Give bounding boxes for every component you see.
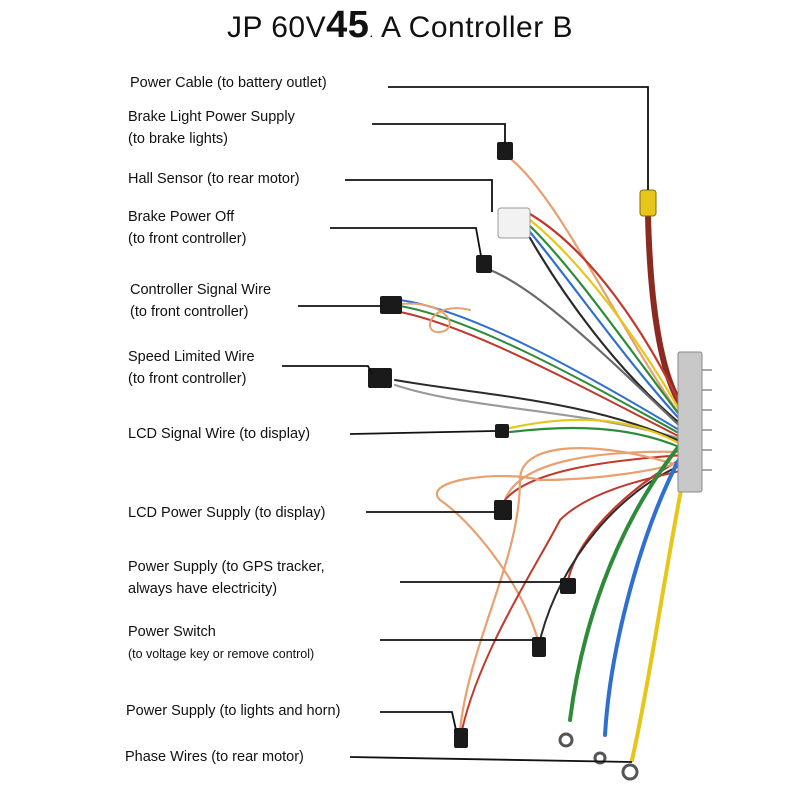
lights-horn-connector — [454, 728, 468, 748]
controller-heatsink — [677, 351, 703, 493]
phase-wire-green — [568, 438, 686, 722]
hall-sensor-yellow-wire — [528, 218, 686, 420]
speed-limited-connector — [368, 368, 392, 388]
leader-lcd-signal — [349, 430, 496, 435]
label-brake-light-power-supply: Brake Light Power Supply (to brake light… — [128, 109, 295, 147]
leader-brake-off — [330, 227, 482, 257]
lcd-signal-connector — [495, 424, 509, 438]
label-brake-power-off: Brake Power Off(to front controller) — [128, 209, 247, 247]
power-switch-wire-orange — [435, 459, 686, 642]
label-speed-limited-wire: Speed Limited Wire(to front controller) — [128, 349, 255, 387]
brake-power-off-connector — [476, 255, 492, 273]
leader-hall-sensor — [345, 179, 493, 212]
brake-light-wire — [510, 158, 682, 417]
label-lcd-signal-wire: LCD Signal Wire (to display) — [128, 426, 311, 442]
wire-bundle — [393, 158, 688, 762]
label-lcd-power-supply: LCD Power Supply (to display) — [128, 505, 326, 521]
hall-sensor-blue-wire — [528, 230, 686, 426]
lcd-signal-wire-yellow — [508, 418, 686, 448]
speed-limited-wire-2 — [394, 379, 685, 444]
label-lights-horn-supply: Power Supply (to lights and horn) — [126, 703, 341, 719]
leader-power-cable — [388, 86, 649, 190]
lcd-power-wire — [503, 450, 686, 502]
hall-sensor-red-wire — [528, 212, 686, 414]
leader-lights-horn — [380, 711, 457, 731]
leader-speed-limited — [282, 365, 373, 375]
phase-terminal-green — [558, 732, 574, 748]
label-controller-signal-wire: Controller Signal Wire(to front controll… — [130, 282, 272, 320]
phase-wire-blue — [603, 448, 686, 737]
power-switch-connector — [532, 637, 546, 657]
phase-terminal-blue — [593, 751, 607, 765]
lights-horn-wire-red — [461, 469, 685, 731]
connectors — [368, 142, 657, 781]
label-power-cable: Power Cable (to battery outlet) — [130, 75, 327, 91]
page-title: JP 60V45. A Controller B — [226, 4, 574, 46]
label-gps-power-supply: Power Supply (to GPS tracker,always have… — [128, 559, 325, 597]
brake-light-connector — [497, 142, 513, 160]
phase-wire-yellow — [630, 463, 688, 762]
phase-terminal-yellow — [621, 763, 639, 781]
controller-housing — [677, 351, 712, 493]
leader-phase — [349, 756, 633, 763]
gps-supply-connector — [560, 578, 576, 594]
label-power-switch: Power Switch(to voltage key or remove co… — [128, 624, 315, 661]
hall-sensor-connector — [497, 207, 531, 239]
hall-sensor-green-wire — [528, 224, 686, 423]
brake-off-wire — [488, 268, 686, 432]
leader-brake-light — [372, 123, 506, 144]
controller-signal-wire-2 — [399, 305, 685, 437]
label-hall-sensor: Hall Sensor (to rear motor) — [128, 171, 300, 187]
lcd-power-wire-red — [504, 454, 685, 501]
power-cable-connector — [639, 189, 657, 217]
lcd-signal-wire-green — [508, 426, 686, 451]
controller-signal-loop — [399, 302, 471, 334]
leader-lines — [282, 86, 649, 763]
controller-signal-connector — [380, 296, 402, 314]
lcd-power-connector — [494, 500, 512, 520]
controller-signal-wire-3 — [399, 311, 685, 440]
label-phase-wires: Phase Wires (to rear motor) — [125, 749, 304, 765]
lights-horn-wire-orange — [458, 447, 686, 732]
